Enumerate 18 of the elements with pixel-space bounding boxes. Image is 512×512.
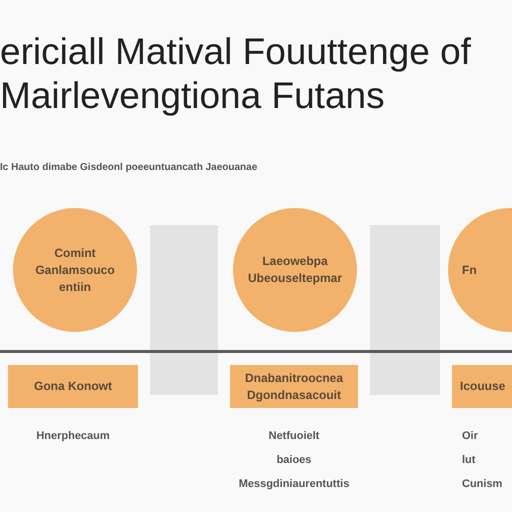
stage-box (452, 365, 512, 408)
stage-label: Fn (462, 262, 477, 278)
note-text: Messgdiniaurentuttis (238, 477, 350, 492)
note-text: Netfuoielt (268, 429, 320, 444)
stage-label: Laeowebpa Ubeouseltepmar (246, 253, 344, 287)
note-text: Hnerphecaum (36, 429, 110, 444)
box-label: Dnabanitroocnea Dgondnasacouit (244, 370, 344, 404)
subtitle: Ic Hauto dimabe Gisdeonl poeeuntuancath Jaeouanae (0, 162, 258, 173)
title: ericiall Matival Fouuttenge of Mairlevengtiona Futans (0, 30, 472, 118)
note-text: baioes (276, 453, 312, 468)
stage-label: Comint Ganlamsouco entiin (34, 244, 116, 296)
box-label: Gona Konowt (34, 378, 112, 395)
box-label: Icouuse (460, 378, 506, 395)
note-text: lut (462, 453, 476, 468)
note-text: Cunism (462, 477, 502, 492)
note-text: Oir (462, 429, 478, 444)
stage-box (230, 365, 358, 408)
stage-box (8, 365, 138, 408)
